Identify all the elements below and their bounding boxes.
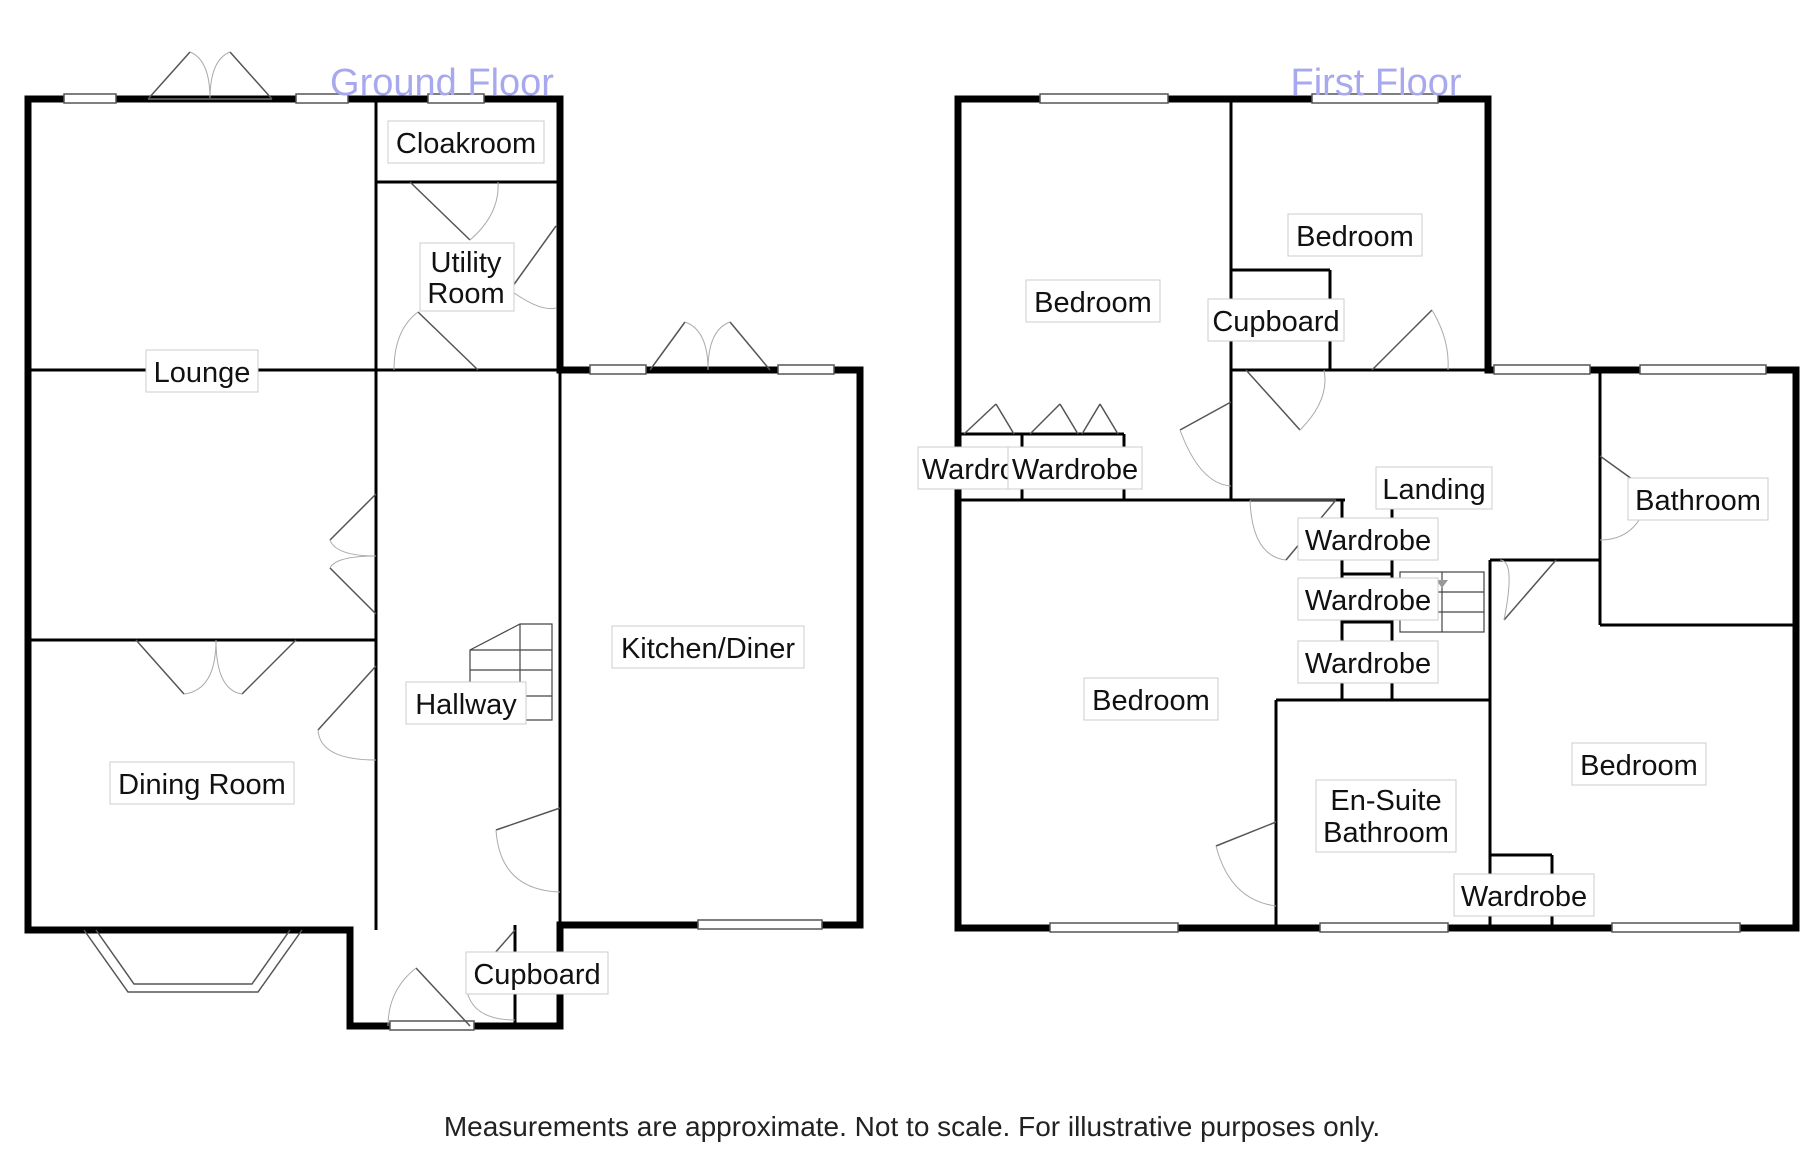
window: [1493, 364, 1591, 375]
window: [1639, 364, 1767, 375]
room-label-wardrobe: Wardrobe: [1453, 873, 1595, 917]
window: [427, 93, 485, 104]
svg-text:Wardrobe: Wardrobe: [1305, 525, 1431, 557]
first-floor-plan: First Floor Bedroom Bedroom Cupboard War…: [917, 62, 1800, 933]
svg-text:Wardrobe: Wardrobe: [1012, 454, 1138, 486]
svg-text:En-Suite: En-Suite: [1330, 785, 1441, 817]
bay-window: [83, 929, 303, 993]
svg-text:Lounge: Lounge: [154, 357, 251, 389]
first-floor-outer-wall: [954, 95, 1800, 932]
svg-text:Utility: Utility: [431, 247, 502, 279]
svg-text:Cupboard: Cupboard: [1212, 306, 1339, 338]
room-label-cupboard: Cupboard: [1207, 298, 1345, 342]
window: [1611, 922, 1741, 933]
svg-text:Cupboard: Cupboard: [473, 959, 600, 991]
ground-floor-plan: Ground Floor Lounge Dining Room Cloakroo…: [24, 51, 864, 1031]
svg-text:Wardrobe: Wardrobe: [1305, 585, 1431, 617]
svg-text:Bathroom: Bathroom: [1635, 485, 1761, 517]
room-label-bedroom: Bedroom: [1083, 677, 1219, 721]
ground-floor-outer-wall: [24, 95, 864, 1030]
svg-text:Room: Room: [427, 278, 504, 310]
window: [63, 93, 117, 104]
window: [295, 93, 349, 104]
svg-text:Wardrobe: Wardrobe: [1461, 881, 1587, 913]
floor-title: Ground Floor: [330, 62, 554, 104]
room-label-wardrobe: Wardrobe: [1007, 446, 1143, 490]
svg-text:Kitchen/Diner: Kitchen/Diner: [621, 633, 795, 665]
svg-text:Bedroom: Bedroom: [1580, 750, 1698, 782]
room-label-cloakroom: Cloakroom: [387, 120, 545, 164]
room-label-landing: Landing: [1375, 466, 1493, 510]
disclaimer-text: Measurements are approximate. Not to sca…: [444, 1111, 1380, 1142]
window: [1039, 93, 1169, 104]
room-label-cupboard: Cupboard: [465, 951, 609, 995]
room-label-bedroom: Bedroom: [1025, 279, 1161, 323]
room-label-dining-room: Dining Room: [109, 761, 295, 805]
svg-text:Cloakroom: Cloakroom: [396, 128, 536, 160]
room-label-en-suite-bathroom: En-Suite Bathroom: [1315, 779, 1457, 853]
room-label-wardrobe: Wardrobe: [1297, 640, 1439, 684]
svg-text:Bedroom: Bedroom: [1092, 685, 1210, 717]
window: [1049, 922, 1179, 933]
window: [589, 364, 647, 375]
window: [1319, 922, 1449, 933]
french-door-icon: [329, 493, 377, 615]
svg-text:Bathroom: Bathroom: [1323, 817, 1449, 849]
room-label-wardrobe: Wardrobe: [1297, 577, 1439, 621]
room-label-lounge: Lounge: [145, 349, 259, 393]
window: [1311, 93, 1439, 104]
svg-text:Dining Room: Dining Room: [118, 769, 286, 801]
window: [777, 364, 835, 375]
french-door-icon: [147, 51, 273, 100]
room-label-wardrobe: Wardrobe: [1297, 517, 1439, 561]
room-label-hallway: Hallway: [405, 681, 527, 725]
room-label-bathroom: Bathroom: [1627, 477, 1769, 521]
room-label-bedroom: Bedroom: [1571, 742, 1707, 786]
room-label-utility-room: Utility Room: [419, 242, 515, 312]
svg-text:Bedroom: Bedroom: [1296, 221, 1414, 253]
svg-text:Bedroom: Bedroom: [1034, 287, 1152, 319]
room-label-bedroom: Bedroom: [1287, 213, 1423, 257]
french-door-icon: [135, 639, 297, 695]
french-door-icon: [649, 321, 771, 371]
floor-title: First Floor: [1291, 62, 1462, 104]
svg-text:Landing: Landing: [1382, 474, 1485, 506]
window: [697, 919, 823, 930]
svg-text:Hallway: Hallway: [415, 689, 517, 721]
window: [389, 1020, 475, 1031]
svg-text:Wardrobe: Wardrobe: [1305, 648, 1431, 680]
room-label-kitchen-diner: Kitchen/Diner: [611, 625, 805, 669]
